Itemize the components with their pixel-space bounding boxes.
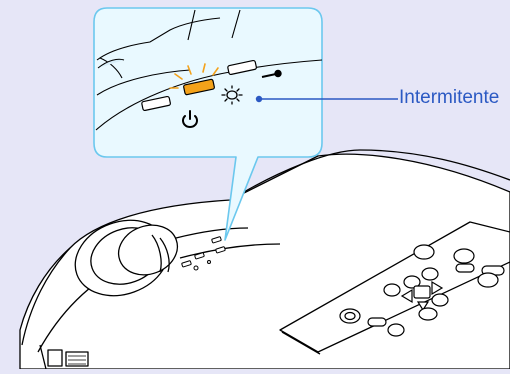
projector-body <box>20 150 510 369</box>
blink-status-label: Intermitente <box>399 87 499 109</box>
